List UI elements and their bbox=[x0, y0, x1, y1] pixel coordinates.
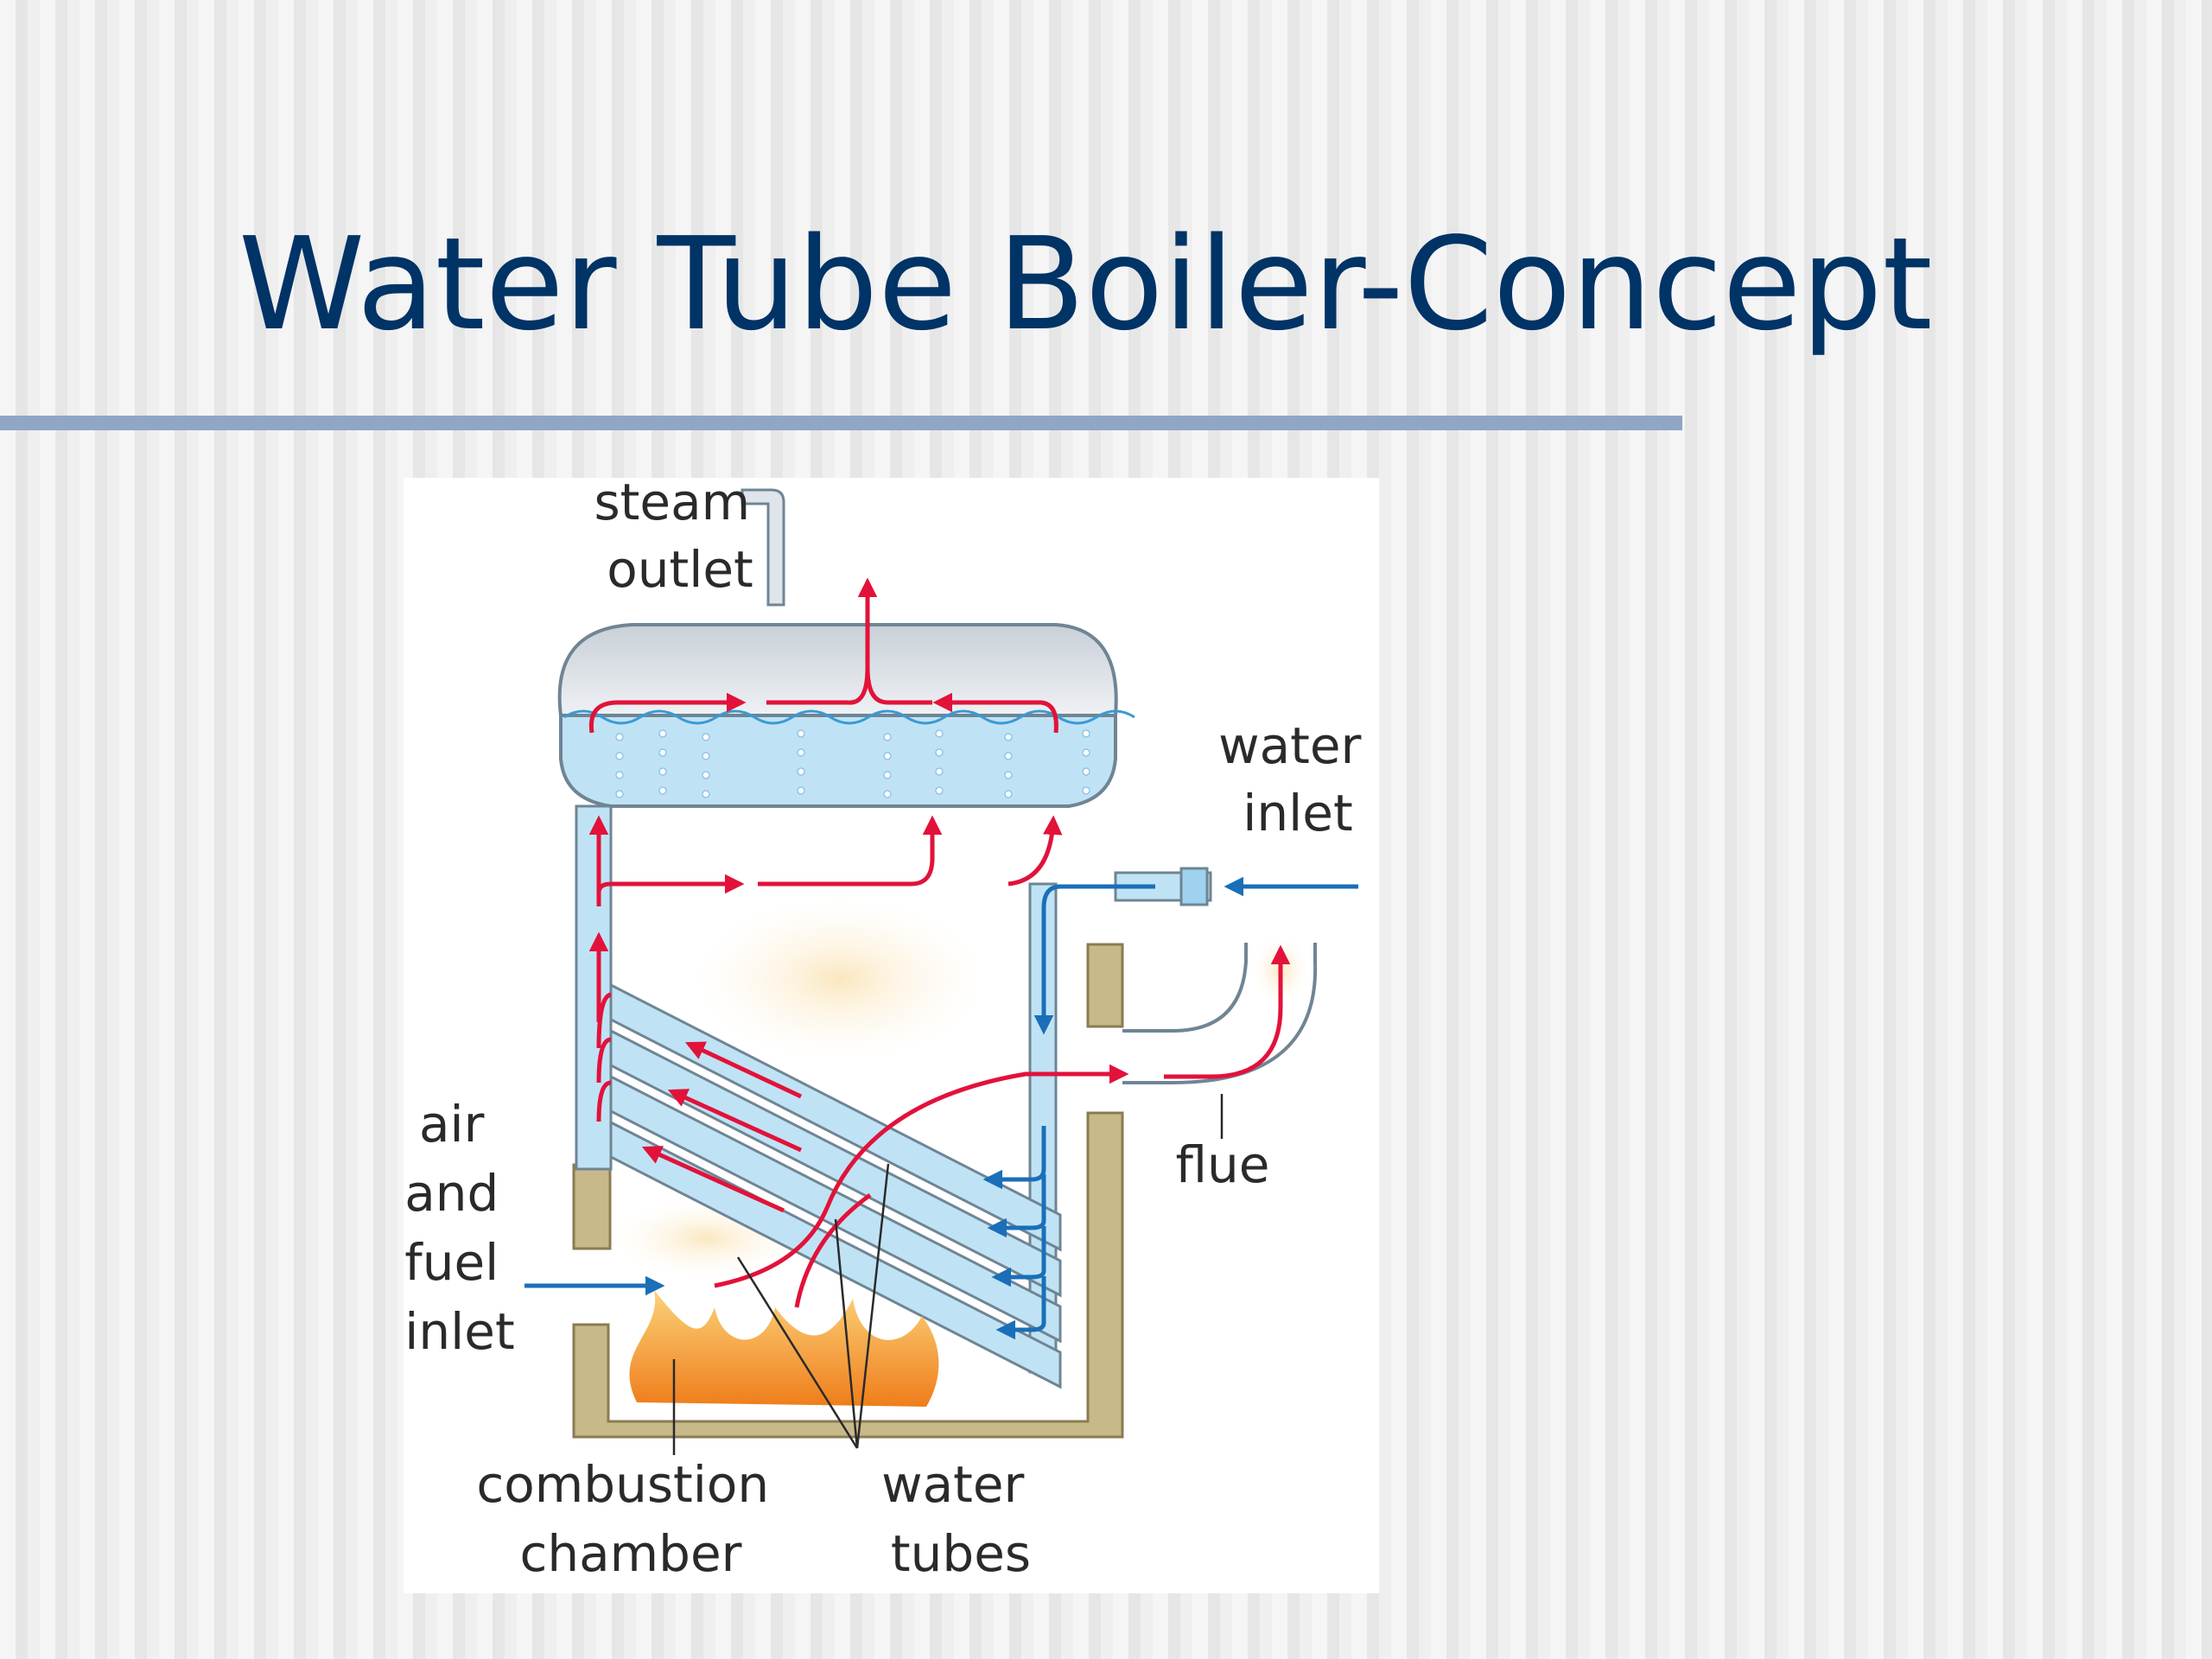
hot-flow-arrows bbox=[588, 577, 1291, 1308]
steam-outlet-pipe bbox=[741, 488, 785, 607]
label-leader-lines bbox=[672, 1094, 1224, 1455]
flue-label: flue bbox=[1176, 1135, 1270, 1194]
title-underline bbox=[0, 416, 1682, 430]
riser-header bbox=[575, 804, 613, 1171]
burner-flames bbox=[629, 1290, 939, 1407]
steam-drum bbox=[557, 623, 1135, 808]
water-tubes-label: water tubes bbox=[881, 1455, 1040, 1583]
slide-title: Water Tube Boiler-Concept bbox=[238, 210, 1933, 359]
air-fuel-inlet-label: air and fuel inlet bbox=[404, 1095, 515, 1361]
steam-outlet-label: steam outlet bbox=[594, 478, 766, 599]
water-inlet-label: water inlet bbox=[1218, 716, 1377, 842]
water-flow-arrows bbox=[524, 876, 1358, 1340]
flue-duct bbox=[1122, 936, 1318, 1084]
combustion-chamber-label: combustion chamber bbox=[476, 1455, 785, 1583]
hot-gas-cloud bbox=[693, 897, 987, 1061]
water-tube-bank bbox=[609, 982, 1062, 1389]
furnace-casing bbox=[572, 943, 1124, 1439]
boiler-diagram: steam outlet water inlet flue air and fu… bbox=[404, 478, 1379, 1593]
